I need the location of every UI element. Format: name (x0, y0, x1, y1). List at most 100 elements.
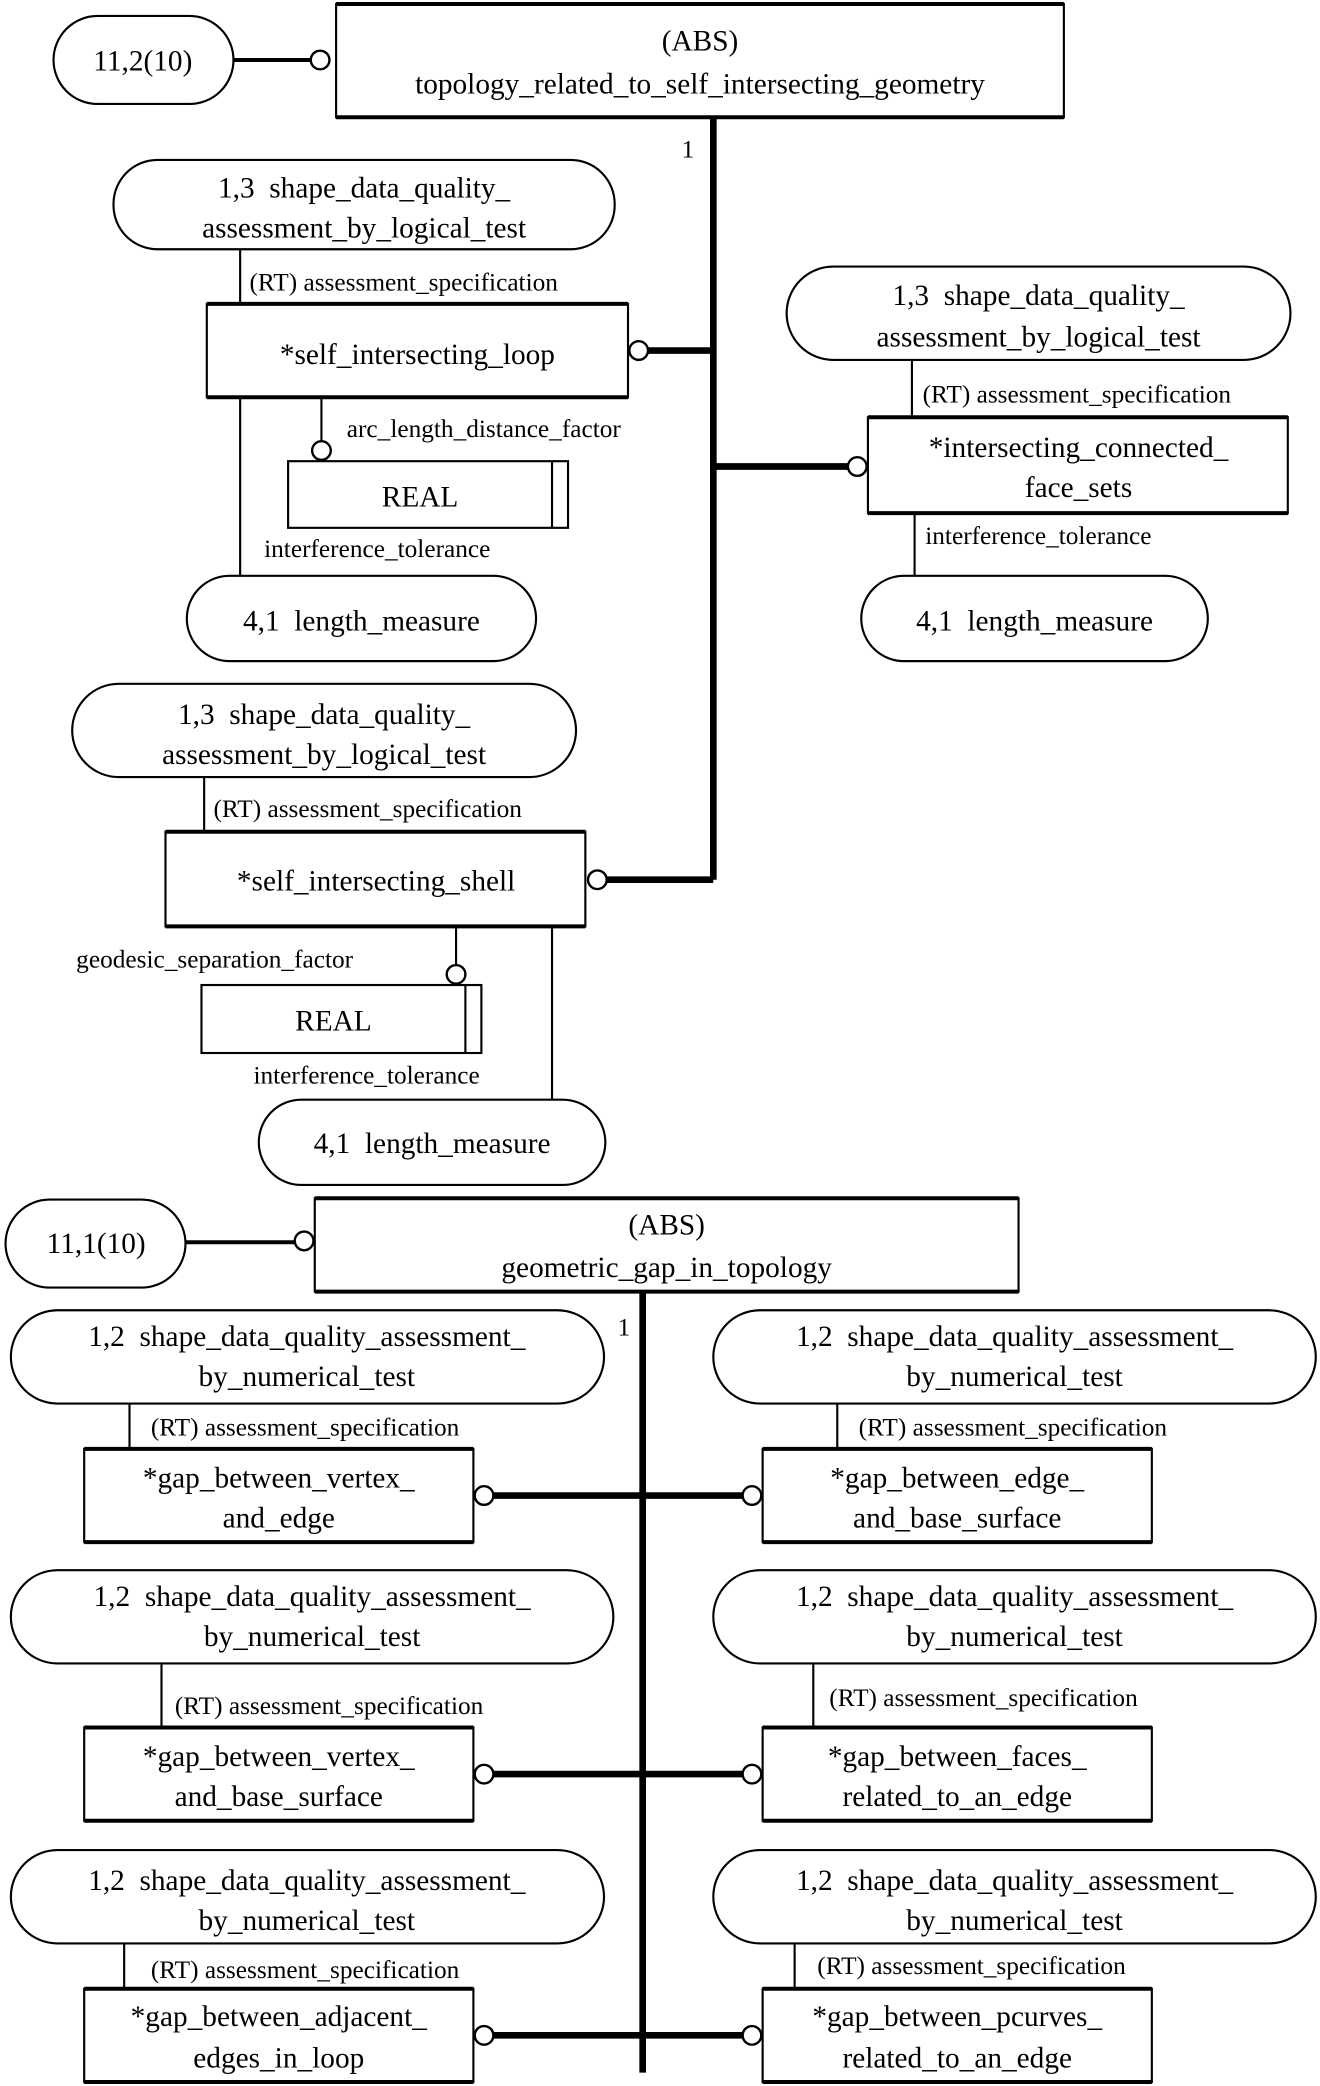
attr-assessment-specification: (RT) assessment_specification (829, 1684, 1138, 1712)
entity-name: *self_intersecting_loop (280, 339, 555, 371)
attr-assessment-specification: (RT) assessment_specification (175, 1692, 484, 1720)
attr-arc-length-distance-factor: arc_length_distance_factor (347, 415, 622, 443)
type-real-shell[interactable]: REAL (200, 983, 483, 1055)
spec-ref-line2: by_numerical_test (906, 1361, 1123, 1393)
attr-geodesic-separation-factor: geodesic_separation_factor (76, 946, 353, 974)
entity-name-line2: related_to_an_edge (842, 2042, 1072, 2074)
attr-assessment-specification: (RT) assessment_specification (923, 381, 1232, 409)
entity-self-intersecting-shell[interactable]: *self_intersecting_shell (164, 829, 587, 929)
supertype-name: geometric_gap_in_topology (501, 1252, 832, 1284)
spec-ref-line1: 1,2 shape_data_quality_assessment_ (94, 1581, 531, 1613)
entity-name-line1: *gap_between_pcurves_ (812, 2001, 1102, 2033)
spec-ref-line2: assessment_by_logical_test (202, 212, 526, 244)
spec-ref-line2: by_numerical_test (204, 1621, 421, 1653)
entity-name-line2: edges_in_loop (193, 2042, 364, 2074)
entity-name-line1: *gap_between_vertex_ (143, 1741, 415, 1773)
connector-circle-icon (586, 869, 608, 891)
cardinality-label: 1 (682, 135, 695, 163)
connector-circle-icon (741, 1763, 763, 1785)
connector-circle-icon (741, 2024, 763, 2046)
entity-name-line1: *gap_between_edge_ (830, 1463, 1084, 1495)
supertype-topology-related-to-self-intersecting-geometry[interactable]: (ABS) topology_related_to_self_intersect… (335, 1, 1065, 120)
supertype-name: topology_related_to_self_intersecting_ge… (415, 68, 985, 100)
attr-interference-tolerance: interference_tolerance (253, 1062, 479, 1090)
spec-ref-gap-edge-base-surface[interactable]: 1,2 shape_data_quality_assessment_ by_nu… (712, 1309, 1317, 1405)
entity-self-intersecting-loop[interactable]: *self_intersecting_loop (205, 301, 630, 400)
entity-name-line2: face_sets (1025, 472, 1132, 504)
entity-gap-between-adjacent-edges-in-loop[interactable]: *gap_between_adjacent_ edges_in_loop (83, 1986, 475, 2085)
page-ref-11-2[interactable]: 11,2(10) (52, 14, 235, 106)
attr-assessment-specification: (RT) assessment_specification (151, 1956, 460, 1984)
spec-ref-gap-pcurves-edge[interactable]: 1,2 shape_data_quality_assessment_ by_nu… (712, 1849, 1317, 1945)
ref-label: 4,1 length_measure (314, 1128, 551, 1160)
supertype-geometric-gap-in-topology[interactable]: (ABS) geometric_gap_in_topology (313, 1196, 1020, 1294)
spec-ref-line1: 1,2 shape_data_quality_assessment_ (796, 1321, 1233, 1353)
spec-ref-line1: 1,2 shape_data_quality_assessment_ (796, 1581, 1233, 1613)
attr-assessment-specification: (RT) assessment_specification (151, 1414, 460, 1442)
connector-circle-icon (445, 963, 467, 985)
entity-gap-between-vertex-and-edge[interactable]: *gap_between_vertex_ and_edge (83, 1446, 475, 1545)
spec-ref-gap-faces-edge[interactable]: 1,2 shape_data_quality_assessment_ by_nu… (712, 1569, 1317, 1665)
ref-length-measure-shell[interactable]: 4,1 length_measure (257, 1098, 607, 1187)
spec-ref-face-sets[interactable]: 1,3 shape_data_quality_ assessment_by_lo… (785, 265, 1292, 361)
entity-name-line1: *gap_between_faces_ (828, 1741, 1087, 1773)
spec-ref-line1: 1,3 shape_data_quality_ (892, 280, 1185, 312)
spec-ref-line1: 1,3 shape_data_quality_ (218, 172, 511, 204)
attr-assessment-specification: (RT) assessment_specification (859, 1414, 1168, 1442)
spec-ref-line2: assessment_by_logical_test (162, 739, 486, 771)
page-ref-label: 11,1(10) (47, 1228, 146, 1260)
attr-assessment-specification: (RT) assessment_specification (213, 795, 522, 823)
ref-label: 4,1 length_measure (916, 605, 1153, 637)
entity-name-line1: *intersecting_connected_ (929, 432, 1229, 464)
entity-name-line2: and_base_surface (853, 1503, 1061, 1535)
spec-ref-line1: 1,2 shape_data_quality_assessment_ (88, 1321, 525, 1353)
connector-circle-icon (309, 49, 331, 71)
spec-ref-gap-vertex-base-surface[interactable]: 1,2 shape_data_quality_assessment_ by_nu… (9, 1569, 615, 1665)
spec-ref-line1: 1,2 shape_data_quality_assessment_ (88, 1865, 525, 1897)
entity-intersecting-connected-face-sets[interactable]: *intersecting_connected_ face_sets (866, 415, 1289, 516)
spec-ref-line2: by_numerical_test (906, 1905, 1123, 1937)
connector-circle-icon (473, 2024, 495, 2046)
connector-circle-icon (628, 340, 650, 362)
entity-name-line1: *gap_between_vertex_ (143, 1463, 415, 1495)
entity-gap-between-edge-and-base-surface[interactable]: *gap_between_edge_ and_base_surface (761, 1446, 1153, 1545)
entity-name-line2: and_base_surface (175, 1781, 383, 1813)
spec-ref-line1: 1,3 shape_data_quality_ (178, 699, 471, 731)
connector-circle-icon (310, 439, 332, 462)
ref-length-measure-loop[interactable]: 4,1 length_measure (185, 574, 538, 663)
entity-gap-between-vertex-and-base-surface[interactable]: *gap_between_vertex_ and_base_surface (83, 1725, 475, 1823)
spec-ref-shell[interactable]: 1,3 shape_data_quality_ assessment_by_lo… (71, 682, 578, 779)
spec-ref-line2: by_numerical_test (199, 1361, 416, 1393)
ref-length-measure-face-sets[interactable]: 4,1 length_measure (860, 574, 1209, 663)
entity-name-line2: related_to_an_edge (842, 1781, 1072, 1813)
entity-gap-between-pcurves-related-to-an-edge[interactable]: *gap_between_pcurves_ related_to_an_edge (761, 1986, 1153, 2085)
attr-interference-tolerance: interference_tolerance (925, 522, 1151, 550)
spec-ref-gap-vertex-edge[interactable]: 1,2 shape_data_quality_assessment_ by_nu… (9, 1309, 606, 1405)
abs-label: (ABS) (628, 1209, 705, 1241)
type-label: REAL (295, 1005, 372, 1037)
entity-name-line1: *gap_between_adjacent_ (131, 2001, 428, 2033)
page-ref-label: 11,2(10) (93, 46, 192, 78)
spec-ref-gap-adjacent-edges[interactable]: 1,2 shape_data_quality_assessment_ by_nu… (9, 1849, 606, 1945)
connector-circle-icon (293, 1230, 315, 1252)
entity-name-line2: and_edge (223, 1503, 335, 1535)
entity-gap-between-faces-related-to-an-edge[interactable]: *gap_between_faces_ related_to_an_edge (761, 1725, 1153, 1823)
entity-name: *self_intersecting_shell (237, 865, 515, 897)
page-ref-11-1[interactable]: 11,1(10) (4, 1198, 187, 1289)
connector-circle-icon (473, 1763, 495, 1785)
type-label: REAL (382, 482, 459, 514)
attr-interference-tolerance: interference_tolerance (264, 535, 490, 563)
spec-ref-loop[interactable]: 1,3 shape_data_quality_ assessment_by_lo… (112, 158, 616, 251)
cardinality-label: 1 (618, 1314, 631, 1342)
spec-ref-line2: assessment_by_logical_test (877, 322, 1201, 354)
ref-label: 4,1 length_measure (243, 605, 480, 637)
connector-circle-icon (473, 1484, 495, 1507)
connector-circle-icon (741, 1484, 763, 1507)
attr-assessment-specification: (RT) assessment_specification (817, 1952, 1126, 1980)
abs-label: (ABS) (662, 26, 739, 58)
spec-ref-line2: by_numerical_test (199, 1905, 416, 1937)
type-real-loop[interactable]: REAL (287, 460, 570, 529)
spec-ref-line2: by_numerical_test (906, 1621, 1123, 1653)
attr-assessment-specification: (RT) assessment_specification (249, 269, 558, 297)
